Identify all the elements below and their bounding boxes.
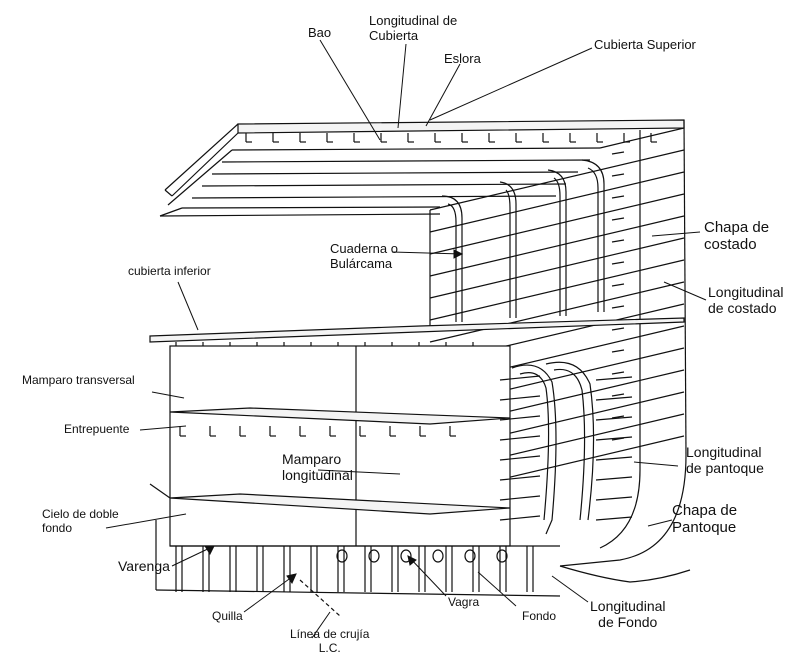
label-bao: Bao bbox=[308, 25, 332, 40]
label-cubierta-superior: Cubierta Superior bbox=[594, 37, 696, 52]
label-longitudinal-pantoque: Longitudinal de pantoque bbox=[686, 444, 764, 477]
label-linea-crujia: Línea de crujía L.C. bbox=[290, 627, 370, 655]
label-vagra: Vagra bbox=[448, 595, 480, 609]
label-longitudinal-cubierta: Longitudinal de Cubierta bbox=[369, 13, 458, 43]
label-varenga: Varenga bbox=[118, 558, 170, 574]
leader-lines bbox=[105, 39, 707, 639]
transverse-bulkhead bbox=[149, 345, 511, 547]
web-frames-lower bbox=[499, 361, 633, 535]
bilge-and-bottom bbox=[155, 454, 691, 617]
label-mamparo-longitudinal: Mamparo longitudinal bbox=[282, 451, 353, 484]
label-entrepuente: Entrepuente bbox=[64, 422, 130, 436]
label-chapa-costado: Chapa de costado bbox=[704, 219, 770, 254]
label-quilla: Quilla bbox=[212, 609, 243, 623]
label-cielo-doble-fondo: Cielo de doble fondo bbox=[42, 507, 119, 535]
label-chapa-pantoque: Chapa de Pantoque bbox=[672, 502, 738, 537]
label-longitudinal-costado: Longitudinal de costado bbox=[708, 284, 784, 317]
upper-deck bbox=[159, 119, 685, 217]
label-longitudinal-fondo: Longitudinal de Fondo bbox=[590, 598, 666, 631]
label-cuaderna: Cuaderna o Bulárcama bbox=[330, 241, 398, 271]
label-eslora: Eslora bbox=[444, 51, 481, 66]
label-fondo: Fondo bbox=[522, 609, 557, 623]
label-cubierta-inferior: cubierta inferior bbox=[128, 264, 211, 278]
label-mamparo-transversal: Mamparo transversal bbox=[22, 373, 135, 387]
